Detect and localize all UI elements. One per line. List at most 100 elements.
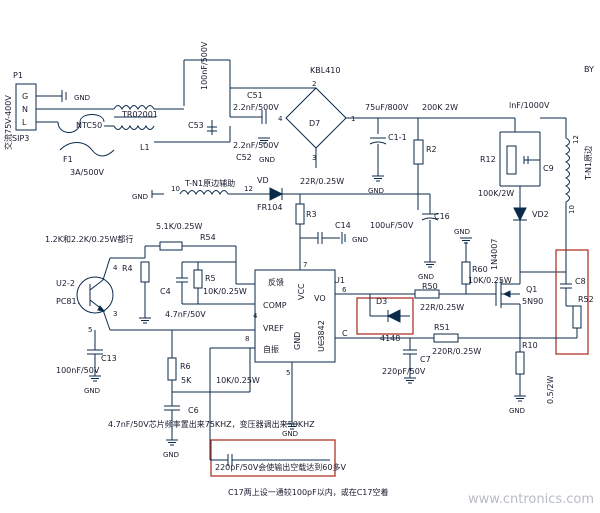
c14-gnd-label: GND: [352, 236, 368, 244]
r10-val-label: 0.5/2W: [546, 375, 555, 404]
d3-label: D3: [376, 297, 387, 306]
q1-label: Q1: [526, 285, 537, 294]
c7-val-label: 220pF/50V: [382, 367, 426, 376]
fuse-label: F1: [63, 155, 73, 164]
r51-label: R51: [434, 323, 450, 332]
vd2-label: VD2: [532, 210, 549, 219]
r52-label: R52: [578, 295, 594, 304]
dc-bus: 75uF/800V C1-1 GND 200K 2W R2 lnF/1000V …: [365, 101, 593, 272]
tr-label: TR02001: [121, 110, 158, 119]
ic-gnd-label: GND: [293, 332, 302, 350]
c17-highlight-box: [210, 439, 336, 477]
c16-gnd-label: GND: [418, 273, 434, 281]
c4-label: C4: [160, 287, 171, 296]
r2-val-label: 200K 2W: [422, 103, 458, 112]
r10-label: R10: [522, 341, 538, 350]
bridge-pin2-label: 2: [312, 80, 316, 88]
filter-gnd-label: GND: [259, 156, 275, 164]
ic-pin5-label: 5: [286, 369, 290, 377]
freq-note-label: 4.7nF/50V芯片频率置出来75KHZ，变压器调出来50KHZ: [108, 419, 315, 429]
aux-gnd-label: GND: [132, 193, 148, 201]
ic-c-label: C: [342, 329, 348, 338]
c1-label: C1-1: [388, 133, 407, 142]
ic-rt-label: 自振: [263, 344, 279, 354]
ctrl-pin8-label: 8: [245, 335, 249, 343]
t12-label: 12: [572, 135, 580, 144]
ic-gnd-pin-label: GND: [282, 430, 298, 438]
c14-label: C14: [335, 221, 351, 230]
d3-highlight-box: [356, 297, 414, 335]
r60-label: R60: [472, 265, 488, 274]
input-connector: 交流75V-400V P1 G N L SIP3 GND: [3, 71, 105, 150]
c51-val-label: 2.2nF/500V: [233, 103, 279, 112]
c13-val-label: 100nF/50V: [56, 366, 100, 375]
r4-label: R4: [122, 264, 133, 273]
watermark: www.cntronics.com: [468, 492, 594, 507]
opto-pin3-label: 3: [113, 310, 117, 318]
r5-val-label: 10K/0.25W: [203, 287, 247, 296]
input-filter: NTC50 TR02001 L1 F1 3A/500V 100nF/500V C…: [59, 41, 279, 177]
c17-section: 220pF/50V会使输出空载达到60多V C17两上设一通较100pF以内，或…: [210, 439, 388, 497]
transformer-label: T-N1原边: [583, 146, 593, 181]
fuse-rating-label: 3A/500V: [70, 168, 105, 177]
bridge-pin4-label: 4: [278, 115, 283, 123]
output-stage: D3 R50 22R/0.25W 4148 R51 220R/0.25W C7 …: [356, 228, 594, 415]
c1-gnd-label: GND: [368, 187, 384, 195]
opto-note-label: 1.2K和2.2K/0.25W都行: [45, 234, 133, 244]
ic-pin7-label: 7: [303, 261, 307, 269]
c7-label: C7: [420, 355, 431, 364]
fr104-label: FR104: [257, 203, 282, 212]
r60-val-label: 10K/0.25W: [468, 276, 512, 285]
aux-r-label: 22R/0.25W: [300, 177, 344, 186]
r50-label: R50: [422, 282, 438, 291]
c17-note-label: C17两上设一通较100pF以内，或在C17空着: [228, 487, 388, 497]
c1-val-label: 75uF/800V: [365, 103, 409, 112]
c6-label: C6: [188, 406, 199, 415]
ic-vref-label: VREF: [263, 324, 284, 333]
aux-title-label: T-N1原边辅助: [184, 178, 235, 188]
c8-label: C8: [575, 277, 586, 286]
r12-val-label: 100K/2W: [478, 189, 514, 198]
ctrl-pin5-label: 5: [88, 326, 92, 334]
ic-name-label: U1: [334, 276, 345, 285]
d-1n4007-label: 1N4007: [490, 239, 499, 270]
c9-label: C9: [543, 164, 554, 173]
snubber-highlight-box: [555, 249, 589, 355]
ic-fb-label: 反馈: [268, 277, 284, 287]
c9-val-label: lnF/1000V: [509, 101, 550, 110]
r51-val-label: 220R/0.25W: [432, 347, 481, 356]
ic-part-label: UC3842: [317, 320, 326, 352]
control-network: 5.1K/0.25W R54 R4 2 C4 4.7nF/50V R5 10K/…: [56, 222, 315, 459]
ic-i-label: I: [320, 338, 322, 347]
pin-n-label: N: [22, 105, 28, 114]
c6-gnd-label: GND: [163, 451, 179, 459]
bridge-d7-label: D7: [309, 119, 320, 128]
p1-gnd-label: GND: [74, 94, 90, 102]
r10-gnd-label: GND: [509, 407, 525, 415]
c52-val-label: 2.2nF/500V: [233, 141, 279, 150]
optocoupler: 1.2K和2.2K/0.25W都行 U2-2 PC817 4 3: [45, 234, 145, 331]
opto-part-label: PC817: [56, 297, 82, 306]
r3-label: R3: [306, 210, 317, 219]
aux-pin10-label: 10: [171, 185, 180, 193]
r54-label: R54: [200, 233, 216, 242]
p1-label: P1: [13, 71, 23, 80]
aux-winding: GND 10 T-N1原边辅助 12 VD FR104 22R/0.25W R3…: [132, 176, 450, 281]
r60-gnd-label: GND: [454, 228, 470, 236]
ic-comp-label: COMP: [263, 301, 287, 310]
pin-l-label: L: [22, 118, 27, 127]
r6-val-label: 5K: [181, 376, 192, 385]
bridge-part-label: KBL410: [310, 66, 340, 75]
r-mid-val-label: 10K/0.25W: [216, 376, 260, 385]
opto-pin4-label: 4: [113, 264, 118, 272]
r12-label: R12: [480, 155, 496, 164]
vd-label: VD: [257, 176, 269, 185]
r50-val-label: 22R/0.25W: [420, 303, 464, 312]
r5-label: R5: [205, 274, 216, 283]
pin-g-label: G: [22, 92, 28, 101]
aux-pin12-label: 12: [244, 185, 253, 193]
bridge-pin3-label: 3: [312, 154, 316, 162]
q1-part-label: 5N90: [522, 297, 543, 306]
ic-vo-label: VO: [314, 294, 326, 303]
